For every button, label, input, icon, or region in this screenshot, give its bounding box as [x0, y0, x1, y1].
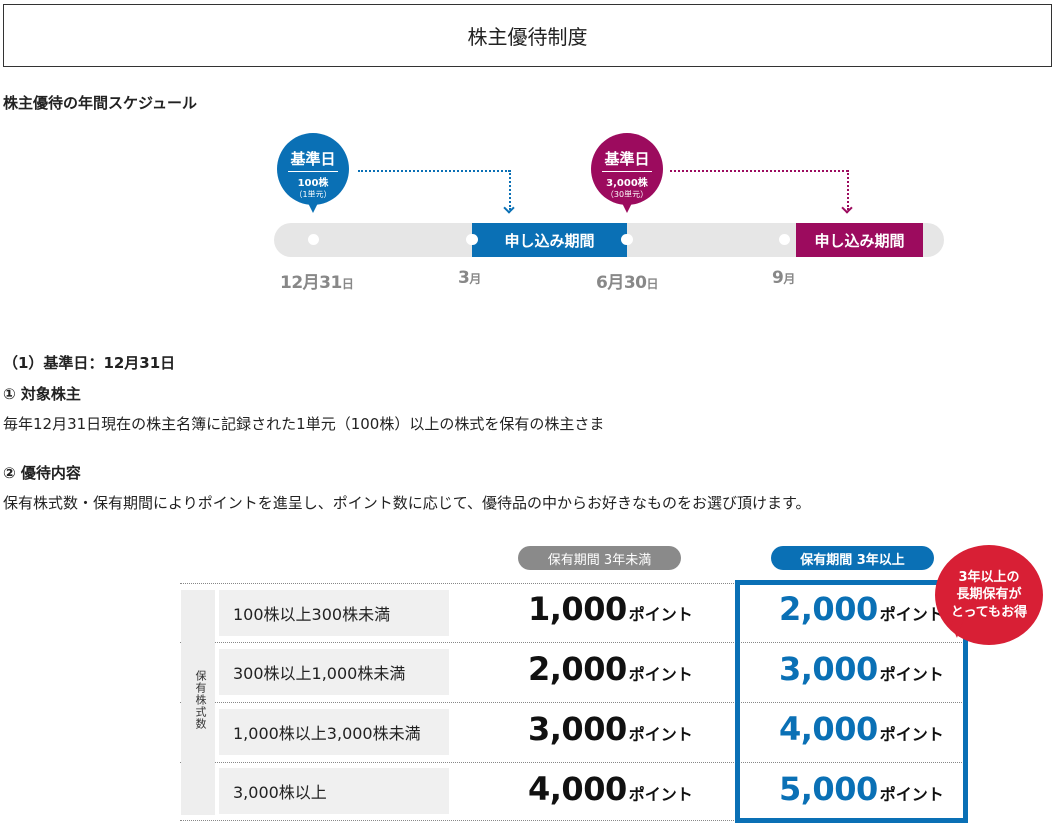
long-term-badge: 3年以上の 長期保有が とってもお得	[935, 545, 1043, 645]
benefit-heading: ② 優待内容	[3, 464, 81, 482]
arrow-down-icon	[503, 202, 515, 214]
timeline-label-suffix: 月	[783, 272, 795, 286]
row-divider	[180, 762, 966, 763]
timeline-dot-dec	[308, 234, 319, 245]
pin-title: 基準日	[288, 148, 338, 172]
dotted-connector-2-down	[847, 170, 849, 210]
table-row-range: 300株以上1,000株未満	[219, 649, 449, 695]
timeline-label-suffix: 日	[646, 277, 659, 291]
points-value: 3,000	[528, 710, 627, 748]
pin-shares: 100株	[297, 178, 329, 189]
points-unit: ポイント	[628, 725, 693, 744]
timeline-label-jun: 6月30日	[596, 268, 658, 293]
points-unit: ポイント	[628, 605, 693, 624]
timeline-label-main: 6月30	[596, 273, 647, 293]
row-group-label: 保有株式数	[194, 670, 207, 730]
dotted-connector-1	[358, 170, 510, 172]
row-group-cell	[181, 590, 215, 815]
pin-shares: 3,000株	[606, 178, 648, 189]
table-row-range: 1,000株以上3,000株未満	[219, 709, 449, 755]
col-header-3-years-or-more: 保有期間 3年以上	[771, 546, 934, 570]
long-term-highlight-frame	[735, 580, 968, 823]
benefit-text: 保有株式数・保有期間によりポイントを進呈し、ポイント数に応じて、優待品の中からお…	[3, 494, 811, 512]
points-unit: ポイント	[628, 665, 693, 684]
points-value: 4,000	[528, 770, 627, 808]
page-title: 株主優待制度	[3, 4, 1052, 67]
timeline-label-dec: 12月31日	[280, 268, 354, 293]
record-date-pin-2: 基準日 3,000株 （30単元）	[591, 133, 663, 213]
points-value: 2,000	[528, 650, 627, 688]
table-row-range: 100株以上300株未満	[219, 590, 449, 636]
timeline-label-main: 12月31	[280, 273, 342, 293]
arrow-down-icon	[841, 202, 853, 214]
dotted-connector-2	[670, 170, 848, 172]
points-unit: ポイント	[879, 785, 944, 804]
schedule-heading: 株主優待の年間スケジュール	[3, 94, 197, 112]
timeline-label-mar: 3月	[458, 268, 481, 288]
target-shareholders-heading: ① 対象株主	[3, 385, 81, 403]
points-unit: ポイント	[879, 605, 944, 624]
dotted-connector-1-down	[509, 170, 511, 210]
pin-title: 基準日	[602, 148, 652, 172]
timeline-dot-apply-end	[621, 234, 632, 245]
timeline-label-suffix: 日	[341, 277, 354, 291]
table-row-range: 3,000株以上	[219, 768, 449, 814]
timeline-dot-apply-start	[467, 234, 478, 245]
timeline-label-main: 9	[772, 268, 784, 288]
points-value: 5,000	[779, 770, 878, 808]
row-divider	[180, 583, 966, 584]
points-unit: ポイント	[879, 665, 944, 684]
points-value: 4,000	[779, 710, 878, 748]
apply-period-2: 申し込み期間	[796, 223, 923, 257]
col-header-under-3-years: 保有期間 3年未満	[518, 546, 681, 570]
timeline-label-sep: 9月	[772, 268, 795, 288]
row-divider	[180, 820, 966, 821]
timeline-label-suffix: 月	[469, 272, 481, 286]
pin-unit: （30単元）	[605, 190, 649, 199]
apply-period-1: 申し込み期間	[472, 223, 627, 257]
points-unit: ポイント	[628, 785, 693, 804]
record-date-pin-1: 基準日 100株 （1単元）	[277, 133, 349, 213]
target-shareholders-text: 毎年12月31日現在の株主名簿に記録された1単元（100株）以上の株式を保有の株…	[3, 415, 605, 433]
points-unit: ポイント	[879, 725, 944, 744]
row-divider	[180, 642, 966, 643]
timeline-label-main: 3	[458, 268, 470, 288]
points-value: 2,000	[779, 590, 878, 628]
row-divider	[180, 702, 966, 703]
record-date-heading: （1）基準日：12月31日	[3, 354, 176, 372]
points-value: 3,000	[779, 650, 878, 688]
pin-unit: （1単元）	[294, 190, 332, 199]
points-value: 1,000	[528, 590, 627, 628]
timeline-dot-sep	[779, 234, 790, 245]
